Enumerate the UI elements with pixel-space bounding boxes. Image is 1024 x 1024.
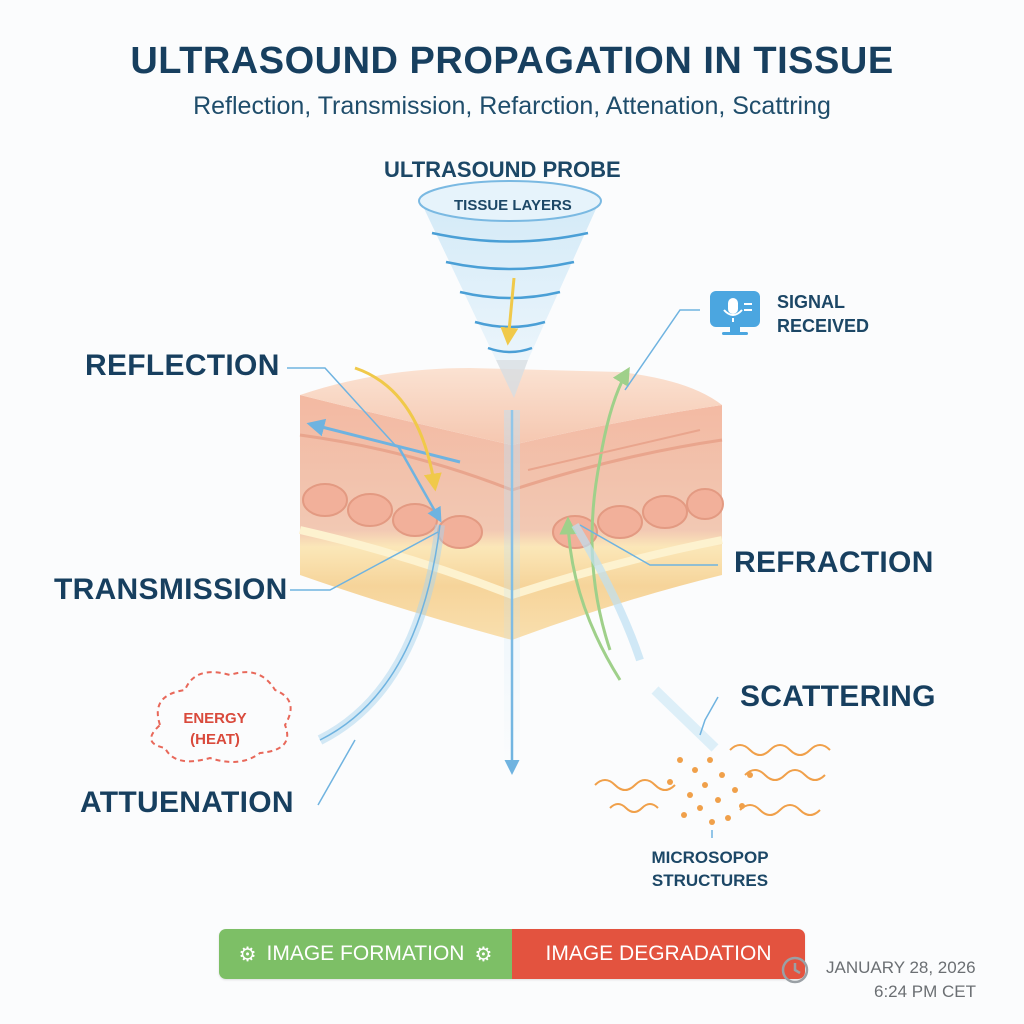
formation-icon: ⚙ xyxy=(238,943,257,966)
refraction-label: REFRACTION xyxy=(734,546,934,579)
signal-label: SIGNAL RECEIVED xyxy=(777,290,869,338)
image-degradation-segment: IMAGE DEGRADATION xyxy=(512,929,805,979)
attenuation-label: ATTUENATION xyxy=(80,786,294,819)
refraction-arrows xyxy=(527,366,701,681)
probe-cone xyxy=(418,180,602,398)
probe-label: ULTRASOUND PROBE xyxy=(384,157,621,182)
signal-label-line2: RECEIVED xyxy=(777,316,870,336)
microstructures-line2: STRUCTURES xyxy=(651,871,769,890)
microstructures-label: MICROSOPOP STRUCTURES xyxy=(640,846,780,892)
energy-label-line1: ENERGY xyxy=(183,710,247,727)
image-formation-label: IMAGE FORMATION xyxy=(266,942,465,965)
probe-inner-label: TISSUE LAYERS xyxy=(454,197,572,214)
clock-icon xyxy=(781,956,809,984)
tissue-top-surface xyxy=(300,368,722,445)
timestamp-time: 6:24 PM CET xyxy=(874,982,977,1001)
formation-icon-right: ⚙ xyxy=(474,943,493,966)
microstructures-line1: MICROSOPOP xyxy=(651,848,769,867)
signal-label-line1: SIGNAL xyxy=(777,292,846,312)
reflection-arrows xyxy=(306,366,461,745)
scattering-label: SCATTERING xyxy=(740,680,936,713)
monitor-microphone-icon xyxy=(710,291,760,335)
page-subtitle: Reflection, Transmission, Refarction, At… xyxy=(193,92,831,120)
transmission-label: TRANSMISSION xyxy=(54,573,288,606)
energy-label-line2: (HEAT) xyxy=(190,731,240,748)
leader-lines xyxy=(287,309,719,838)
energy-label: ENERGY (HEAT) xyxy=(160,708,270,750)
image-formation-segment: ⚙ IMAGE FORMATION ⚙ xyxy=(219,929,512,979)
timestamp-date: JANUARY 28, 2026 xyxy=(826,958,976,977)
timestamp: JANUARY 28, 2026 6:24 PM CET xyxy=(826,956,976,1004)
page-title: ULTRASOUND PROPAGATION IN TISSUE xyxy=(130,40,894,82)
reflection-label: REFLECTION xyxy=(85,349,280,382)
scatter-cluster xyxy=(594,686,831,825)
formation-degradation-bar: ⚙ IMAGE FORMATION ⚙ IMAGE DEGRADATION xyxy=(219,929,805,979)
image-degradation-label: IMAGE DEGRADATION xyxy=(545,942,772,965)
energy-cloud xyxy=(150,671,292,763)
